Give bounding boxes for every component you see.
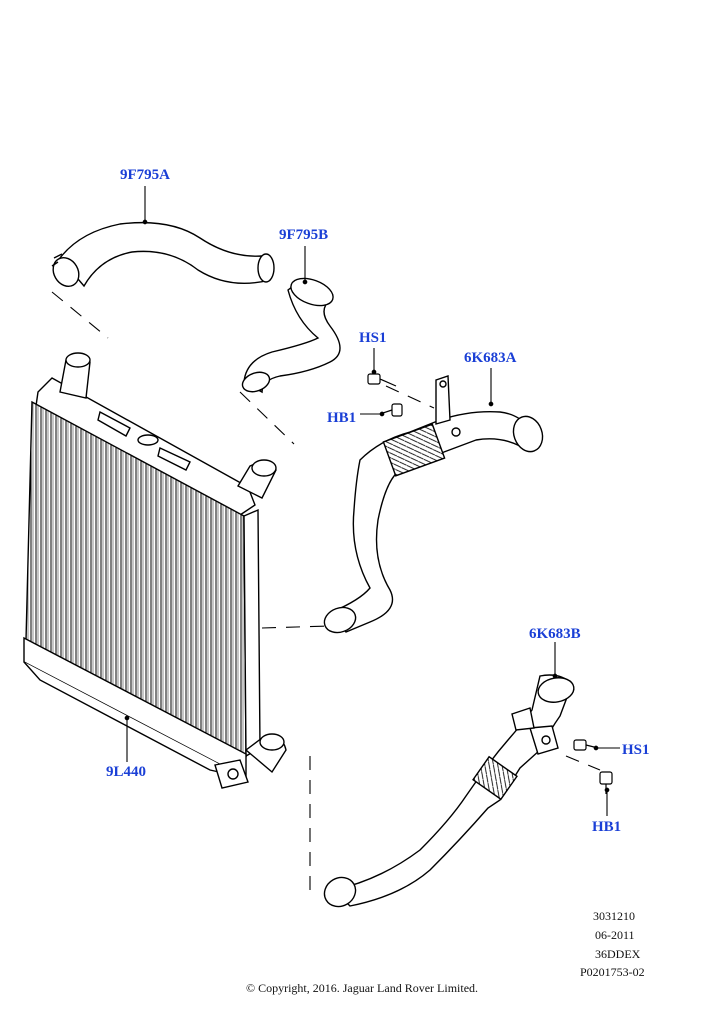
callout-hs1-bottom[interactable]: HS1 <box>622 742 650 758</box>
meta-ref: P0201753-02 <box>580 965 645 979</box>
connection-lines <box>51 291 601 896</box>
callout-6k683a[interactable]: 6K683A <box>464 350 517 366</box>
meta-code: 3031210 <box>593 909 635 923</box>
callout-9l440[interactable]: 9L440 <box>106 764 147 780</box>
callout-hb1-bottom[interactable]: HB1 <box>592 819 622 835</box>
pipe-6k683b <box>323 674 575 908</box>
copyright-notice: © Copyright, 2016. Jaguar Land Rover Lim… <box>245 981 479 995</box>
fasteners <box>367 373 613 794</box>
leader-lines <box>124 186 620 816</box>
callout-9f795b[interactable]: 9F795B <box>279 227 329 243</box>
meta-date: 06-2011 <box>595 928 635 942</box>
callout-hb1-top[interactable]: HB1 <box>327 410 357 426</box>
intercooler-9l440 <box>23 352 287 789</box>
pipe-6k683a <box>323 375 544 634</box>
hose-9f795a <box>51 221 275 288</box>
callout-9f795a[interactable]: 9F795A <box>120 167 170 183</box>
meta-model: 36DDEX <box>595 947 641 961</box>
hose-9f795b <box>241 277 341 394</box>
callout-hs1-top[interactable]: HS1 <box>359 330 387 346</box>
callout-6k683b[interactable]: 6K683B <box>529 626 581 642</box>
